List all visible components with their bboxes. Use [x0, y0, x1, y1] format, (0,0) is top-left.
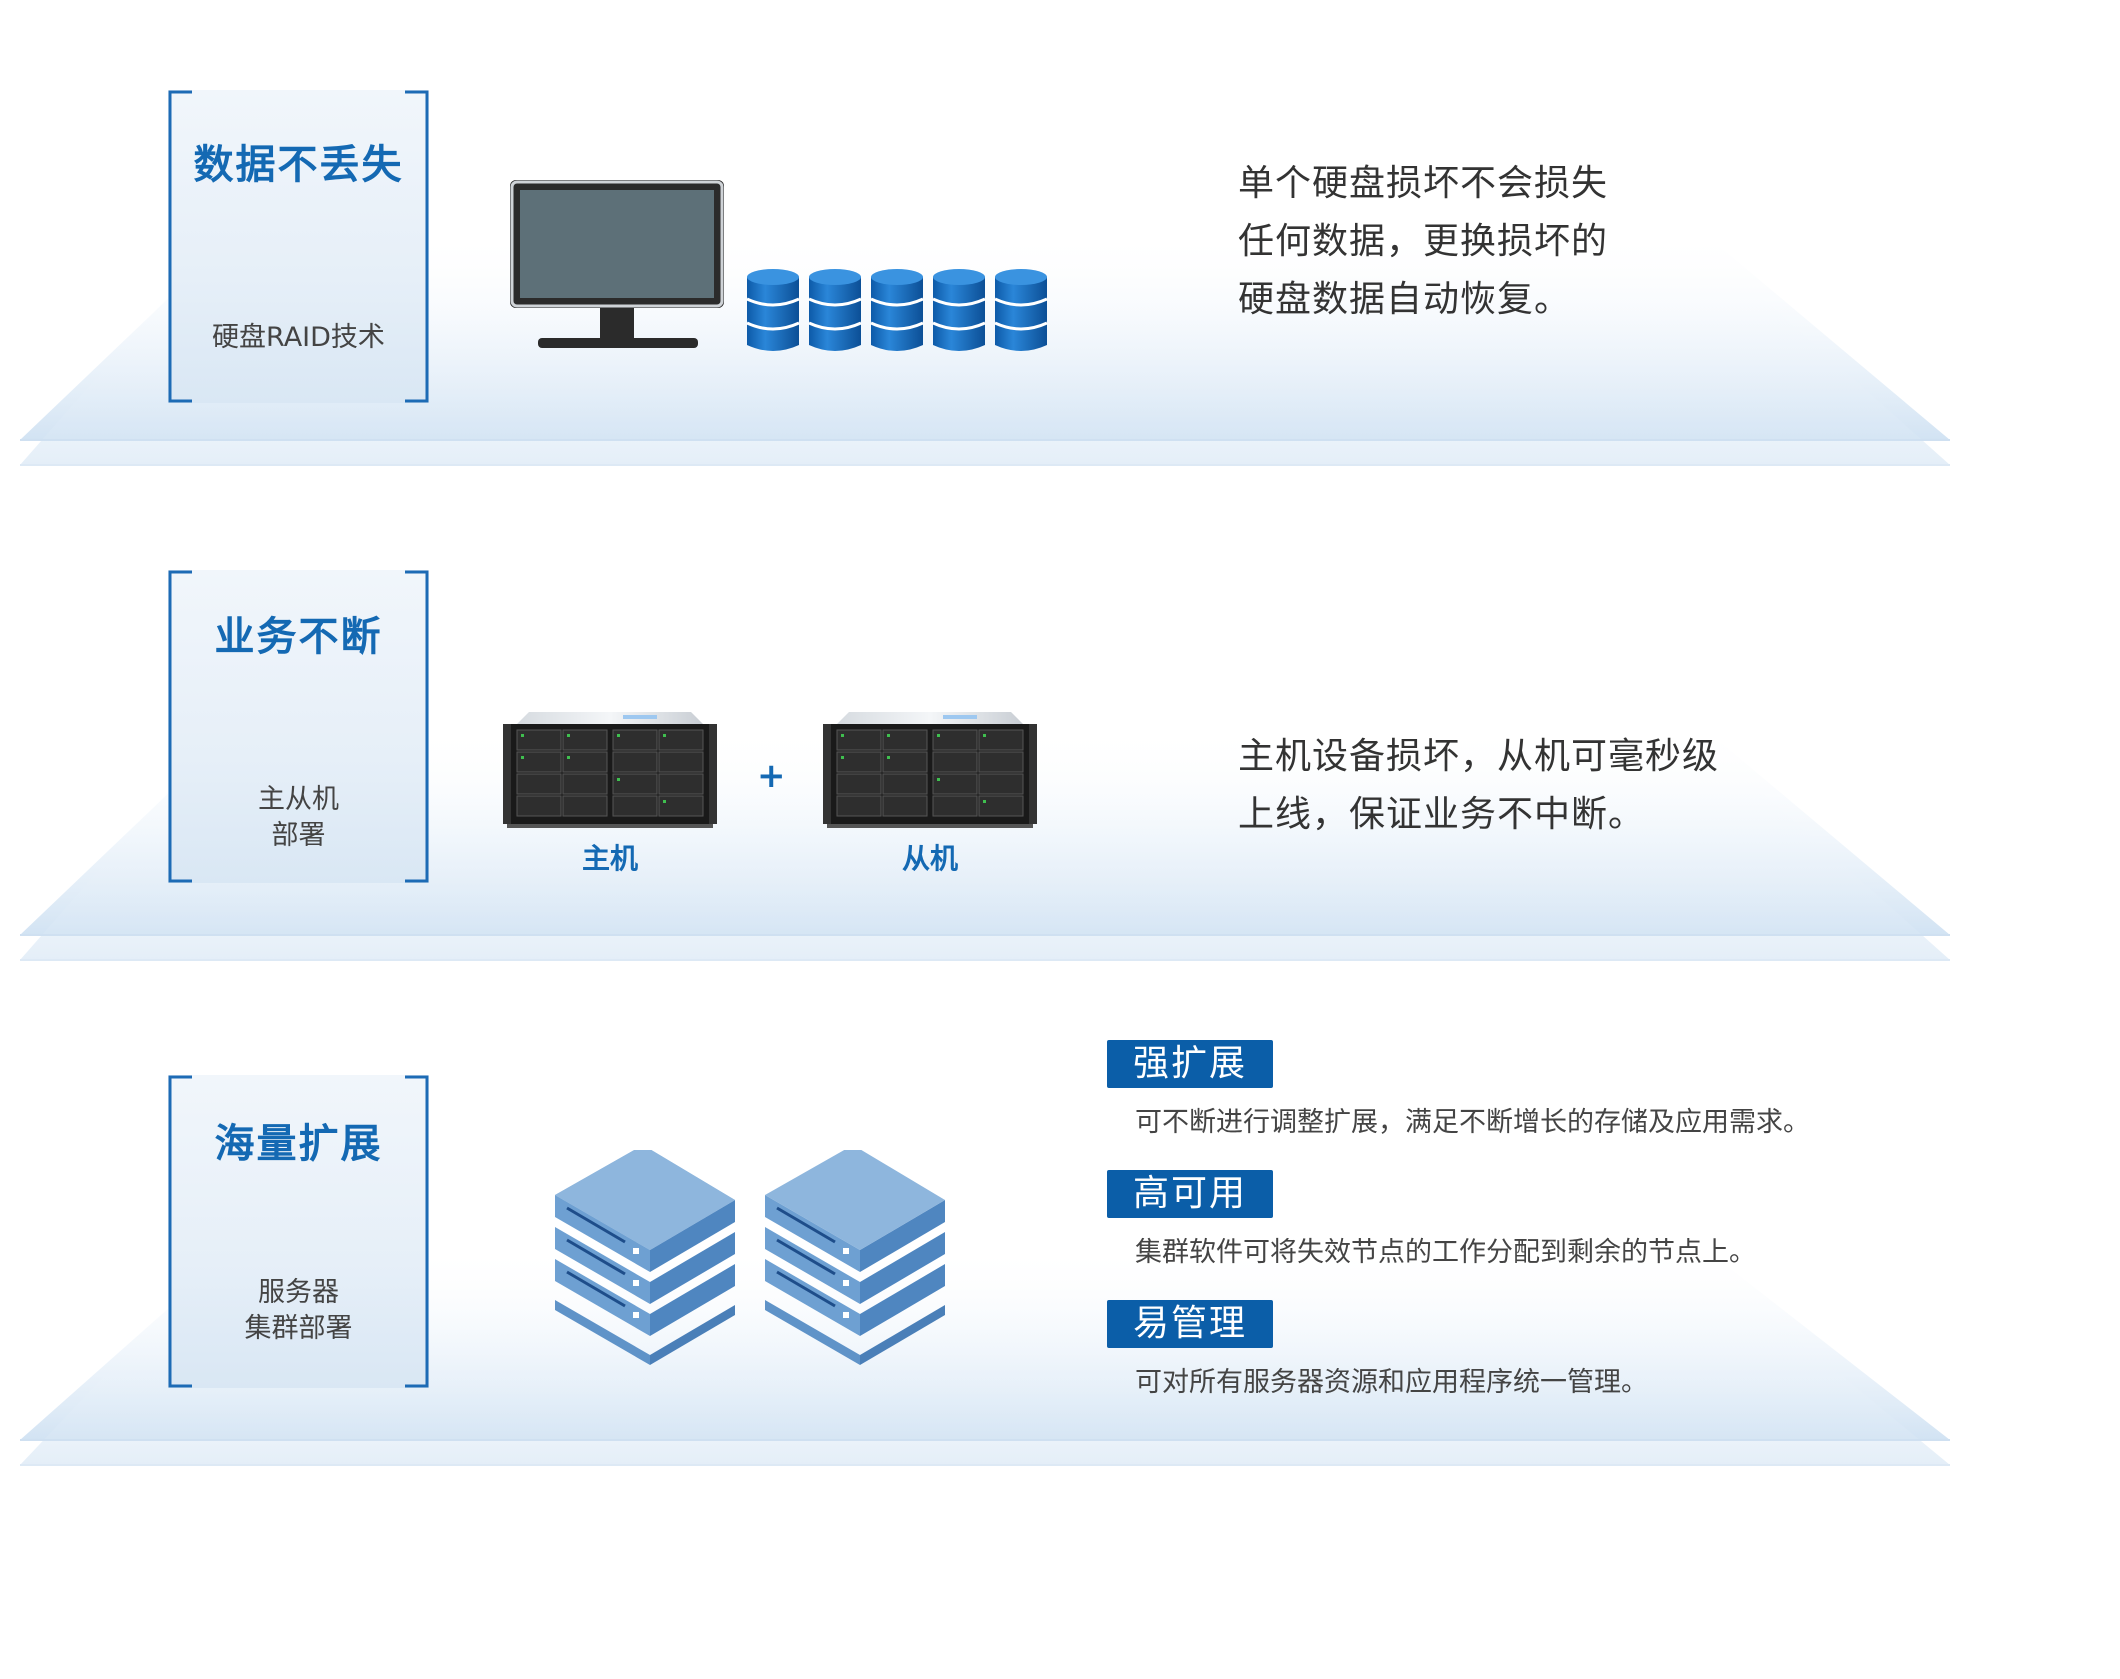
description-line: 主机设备损坏，从机可毫秒级 [1238, 736, 1720, 777]
section-title: 业务不断 [214, 614, 383, 660]
monitor-icon [510, 180, 724, 348]
subtitle-line: 服务器 [258, 1277, 339, 1308]
feature-tag-manageability: 易管理 [1107, 1300, 1273, 1348]
disk-stack-icon [745, 267, 1055, 359]
feature-tag-availability: 高可用 [1107, 1170, 1273, 1218]
section-label-box: 数据不丢失 硬盘RAID技术 [168, 90, 429, 403]
section-subtitle: 主从机 部署 [168, 782, 429, 854]
server-stack-icon [765, 1150, 945, 1365]
section-business-continuity: 业务不断 主从机 部署 主机 + 从机 主机设备损坏，从机可毫秒级 上线，保证业… [0, 490, 2120, 970]
section-subtitle: 硬盘RAID技术 [212, 322, 385, 353]
secondary-caption: 从机 [901, 842, 958, 875]
section-label-box: 海量扩展 服务器 集群部署 [168, 1075, 429, 1388]
primary-caption: 主机 [581, 842, 638, 875]
server-rack-icon [503, 712, 717, 828]
section-title: 海量扩展 [214, 1121, 383, 1167]
section-description: 单个硬盘损坏不会损失 任何数据，更换损坏的 硬盘数据自动恢复。 [1238, 155, 1608, 329]
plus-symbol: + [757, 756, 786, 796]
server-stack-icon [555, 1150, 735, 1365]
feature-text-manageability: 可对所有服务器资源和应用程序统一管理。 [1135, 1367, 1648, 1398]
feature-text-scalability: 可不断进行调整扩展，满足不断增长的存储及应用需求。 [1135, 1107, 1810, 1138]
platform-backdrop [20, 725, 1950, 961]
section-data-safety: 数据不丢失 硬盘RAID技术 单个硬盘损坏不会损失 任何数据，更换损坏的 硬盘数… [0, 0, 2120, 480]
description-line: 单个硬盘损坏不会损失 [1238, 163, 1609, 204]
section-label-box: 业务不断 主从机 部署 [168, 570, 429, 883]
subtitle-line: 集群部署 [244, 1313, 353, 1344]
section-mass-expansion: 海量扩展 服务器 集群部署 [0, 990, 2120, 1490]
subtitle-line: 主从机 [258, 784, 339, 815]
section-description: 主机设备损坏，从机可毫秒级 上线，保证业务不中断。 [1238, 728, 1719, 844]
description-line: 硬盘数据自动恢复。 [1238, 279, 1572, 320]
feature-text-availability: 集群软件可将失效节点的工作分配到剩余的节点上。 [1135, 1237, 1756, 1268]
section-subtitle: 服务器 集群部署 [168, 1275, 429, 1347]
feature-tag-scalability: 强扩展 [1107, 1040, 1273, 1088]
description-line: 上线，保证业务不中断。 [1238, 794, 1646, 835]
server-rack-icon [823, 712, 1037, 828]
subtitle-line: 部署 [271, 820, 326, 851]
section-title: 数据不丢失 [193, 142, 404, 188]
description-line: 任何数据，更换损坏的 [1238, 221, 1609, 262]
platform-backdrop [20, 1245, 1950, 1466]
